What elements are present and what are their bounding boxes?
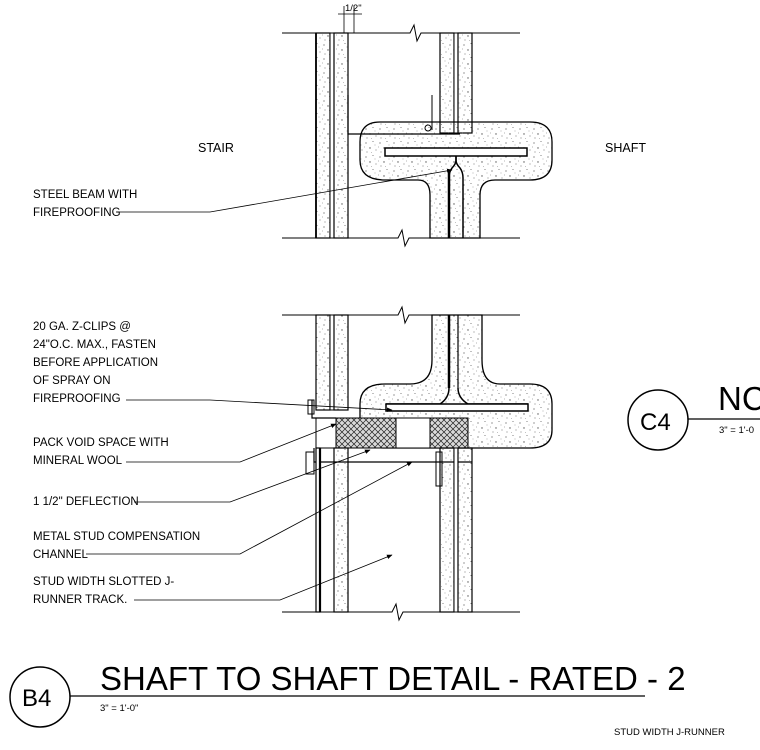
note-line: 24"O.C. MAX., FASTEN [33, 339, 156, 351]
detail-scale-b4: 3" = 1'-0" [100, 703, 138, 714]
top-section: 1/2" STAIR SHAFT STEEL BEAM WITH FIREPRO… [33, 3, 646, 248]
left-wall [315, 32, 349, 239]
leader-mineral-wool [126, 423, 337, 463]
steel-beam-lower [385, 315, 529, 412]
note-line: PACK VOID SPACE WITH [33, 437, 169, 449]
leader-deflection [134, 449, 371, 503]
note-line: 1 1/2" DEFLECTION [33, 496, 139, 508]
note-line: METAL STUD COMPENSATION [33, 531, 200, 543]
dimension-label: 1/2" [345, 3, 362, 14]
note-deflection: 1 1/2" DEFLECTION [33, 496, 139, 508]
leader-z-clips [126, 399, 393, 412]
note-line: BEFORE APPLICATION [33, 357, 158, 369]
dimension-half-inch: 1/2" [338, 3, 362, 33]
detail-title-c4: NC [718, 380, 760, 417]
clip-angle [347, 95, 460, 135]
detail-tag-b4: B4 [22, 685, 51, 712]
right-wall [439, 32, 473, 134]
note-line: STUD WIDTH SLOTTED J- [33, 576, 174, 588]
fireproofing [359, 121, 553, 239]
note-line: OF SPRAY ON [33, 375, 111, 387]
note-z-clips: 20 GA. Z-CLIPS @ 24"O.C. MAX., FASTEN BE… [33, 321, 161, 405]
detail-tag-circle [627, 389, 689, 451]
leader-steel-beam [116, 168, 453, 213]
stair-label: STAIR [198, 141, 234, 155]
note-line: MINERAL WOOL [33, 455, 123, 467]
detail-scale-c4: 3" = 1'-0 [719, 425, 754, 436]
bottom-right-note: STUD WIDTH J-RUNNER [614, 727, 725, 738]
note-line: CHANNEL [33, 549, 89, 561]
break-line [282, 23, 520, 43]
note-line: RUNNER TRACK. [33, 594, 127, 606]
left-wall-upper [315, 314, 349, 411]
note-mineral-wool: PACK VOID SPACE WITH MINERAL WOOL [33, 437, 172, 467]
break-line [282, 602, 520, 622]
detail-tag-circle [9, 666, 71, 728]
break-line [282, 228, 520, 248]
note-line: FIREPROOFING [33, 207, 121, 219]
left-wall-lower [315, 447, 349, 613]
leader-compensation [86, 461, 413, 555]
note-j-runner: STUD WIDTH SLOTTED J- RUNNER TRACK. [33, 576, 177, 606]
steel-beam [384, 147, 528, 238]
note-line: 20 GA. Z-CLIPS @ [33, 321, 131, 333]
right-wall-lower [439, 447, 473, 613]
note-line: STEEL BEAM WITH [33, 189, 137, 201]
note-compensation: METAL STUD COMPENSATION CHANNEL [33, 531, 203, 561]
bottom-section: 20 GA. Z-CLIPS @ 24"O.C. MAX., FASTEN BE… [33, 305, 553, 622]
break-line [282, 305, 520, 325]
detail-b4: B4 SHAFT TO SHAFT DETAIL - RATED - 2 3" … [9, 660, 686, 728]
detail-c4: C4 NC 3" = 1'-0 [627, 380, 760, 451]
note-steel-beam: STEEL BEAM WITH FIREPROOFING [33, 189, 141, 219]
detail-tag-c4: C4 [640, 409, 671, 436]
mineral-wool [315, 417, 469, 449]
fireproofing-lower [359, 314, 553, 449]
note-line: FIREPROOFING [33, 393, 121, 405]
leader-j-runner [134, 554, 393, 601]
detail-title-b4: SHAFT TO SHAFT DETAIL - RATED - 2 [100, 660, 686, 697]
shaft-label: SHAFT [605, 141, 646, 155]
